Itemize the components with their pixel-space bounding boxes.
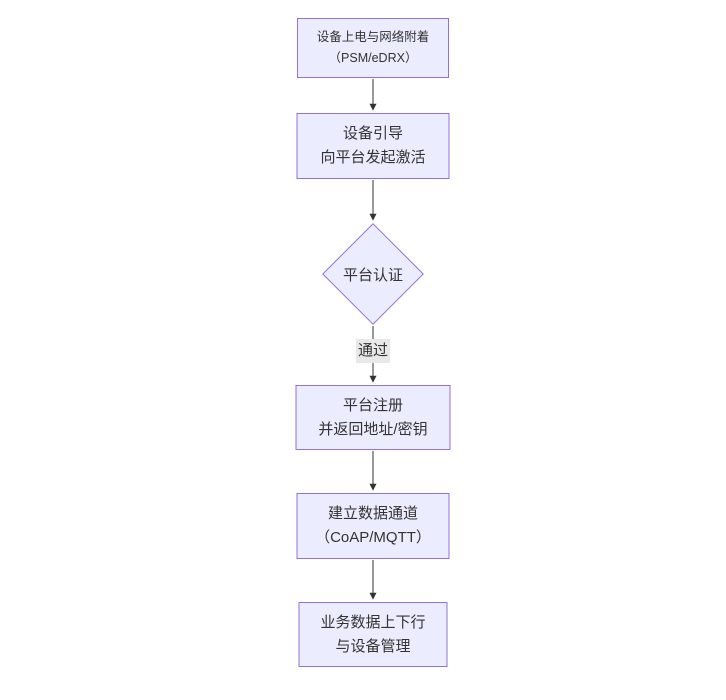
node-data-channel-line1: 建立数据通道 <box>327 505 418 522</box>
node-data-channel: 建立数据通道 （CoAP/MQTT） <box>296 493 450 559</box>
node-bootstrap: 设备引导 向平台发起激活 <box>296 113 450 179</box>
node-platform-auth-label: 平台认证 <box>342 266 403 284</box>
node-business-data-line1: 业务数据上下行 <box>320 613 426 631</box>
node-data-channel-line2: （CoAP/MQTT） <box>315 529 431 546</box>
node-power-attach-line2: （PSM/eDRX） <box>328 51 418 65</box>
node-power-attach: 设备上电与网络附着 （PSM/eDRX） <box>297 18 449 78</box>
node-bootstrap-line1: 设备引导 <box>342 125 403 142</box>
node-bootstrap-line2: 向平台发起激活 <box>320 149 426 166</box>
node-business-data-line2: 与设备管理 <box>335 637 411 655</box>
edge-label-pass: 通过 <box>355 339 391 363</box>
node-platform-register-line1: 平台注册 <box>342 396 403 414</box>
node-platform-register: 平台注册 并返回地址/密钥 <box>295 385 451 450</box>
node-platform-auth: 平台认证 <box>322 223 424 325</box>
node-power-attach-line1: 设备上电与网络附着 <box>316 30 430 44</box>
node-platform-register-line2: 并返回地址/密钥 <box>318 420 428 438</box>
node-business-data: 业务数据上下行 与设备管理 <box>298 602 448 667</box>
